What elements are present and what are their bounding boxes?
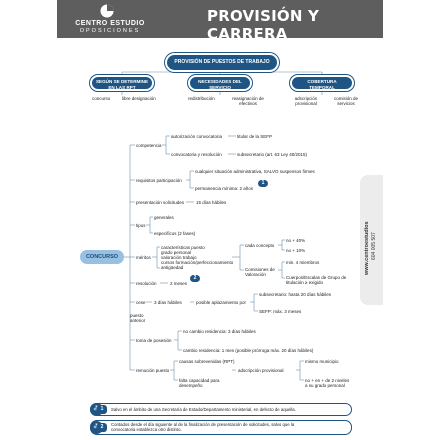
branch-rpt: SEGÚN SE DETERMINE EN LAS RPT: [90, 75, 154, 91]
branch-rpt-label-2: EN LAS RPT: [108, 85, 136, 90]
cada-concepto-item-1: no + 40%: [286, 238, 306, 243]
footnote-1: ⁂ Salvo en el ámbito de una Secretaría d…: [90, 403, 352, 416]
branch-necesidades-label-1: NECESIDADES DEL: [198, 79, 242, 84]
branch-necesidades: NECESIDADES DEL SERVICIO: [188, 75, 252, 91]
footnote-2-text-1: Contados desde el día siguiente al de la…: [111, 422, 295, 427]
resolucion-value: 2 meses: [170, 281, 188, 286]
leaf-redistribucion: redistribución: [188, 96, 215, 101]
remocion-label: remoción puesto: [136, 368, 170, 373]
concurso-node: CONCURSO: [80, 250, 124, 264]
leaf-libre-designacion: libre designación: [122, 96, 156, 101]
meritos-item-5: antigüedad: [161, 265, 184, 270]
toma-posesion-item-2: cambio residencia: 1 mes (posible prórro…: [183, 348, 314, 353]
sidebar-phone: 604 005 507: [371, 232, 377, 260]
requisitos-item-1: cualquier situación administrativa, SALV…: [195, 169, 315, 174]
tipos-especificos: específicos (2 fases): [154, 231, 196, 236]
leaf-adscripcion: adscripción provisional: [294, 96, 318, 106]
footnote-1-text: Salvo en el ámbito de una Secretaría de …: [111, 407, 296, 412]
footnote-2: ⁂ Contados desde el día siguiente al de …: [90, 420, 352, 435]
meritos-item-3: valoración trabajo: [161, 255, 197, 260]
footnote-1-badge: 1: [97, 405, 107, 414]
remocion-outcome-2: no + en + de 2 niveles: [305, 378, 350, 383]
cese-option-2: SEFP: máx. 3 meses: [259, 309, 302, 314]
branch-cobertura-label-1: COBERTURA: [307, 79, 337, 84]
remocion-item-2: falta capacidad para: [179, 378, 220, 383]
leaf-comision: comisión de servicios: [333, 96, 358, 106]
remocion-outcome-3: a su grado personal: [305, 383, 345, 388]
cada-concepto-label: cada concepto: [245, 243, 275, 248]
tipos-generales: generales: [154, 215, 174, 220]
presentacion-label: presentación solicitudes: [136, 200, 185, 205]
cese-value: 3 días hábiles: [154, 300, 182, 305]
meritos-item-2: grado personal: [161, 250, 192, 255]
leaf-concurso: concurso: [92, 96, 111, 101]
remocion-item-3: desempeño: [179, 383, 203, 388]
comisiones-item-1: min. 4 miembros: [286, 260, 320, 265]
footnote-2-badge: 2: [97, 423, 107, 432]
logo-mark-icon: [100, 4, 114, 18]
competencia-item-1: autorización convocatoria: [171, 134, 223, 139]
comisiones-label-1: Comisiones de: [245, 267, 275, 272]
contact-sidebar: [360, 175, 383, 305]
branch-necesidades-label-2: SERVICIO: [209, 85, 231, 90]
remocion-adscripcion: adscripción provisional: [238, 368, 284, 373]
tipos-label: tipos: [136, 223, 146, 228]
cese-option-1: subsecretario: hasta 20 días hábiles: [259, 292, 332, 297]
toma-posesion-label: toma de posesión: [136, 338, 172, 343]
header-bar: CENTRO ESTUDIO OPOSICIONES PROVISIÓN Y C…: [57, 0, 440, 43]
resolucion-label: resolución: [136, 281, 157, 286]
competencia-result-2: subsecretario (art. 63 Ley 40/2015): [237, 152, 308, 157]
cese-sublabel-1: puesto: [130, 313, 144, 318]
presentacion-value: 15 días hábiles: [196, 200, 227, 205]
cese-possible: posible aplazamiento por: [196, 300, 247, 305]
comisiones-item-3: titulación ≥ exigido: [286, 280, 323, 285]
logo: CENTRO ESTUDIO OPOSICIONES: [67, 3, 157, 35]
resolucion-note-badge: 2: [190, 275, 200, 282]
competencia-label: competencia: [136, 143, 162, 148]
branch-cobertura-label-2: TEMPORAL: [309, 85, 335, 90]
meritos-item-1: características puesto: [161, 245, 205, 250]
competencia-item-2: convocatoria y resolución: [171, 152, 222, 157]
page-title: PROVISIÓN Y CARRERA: [207, 7, 320, 43]
logo-line-2: OPOSICIONES: [79, 28, 141, 34]
branch-rpt-label-1: SEGÚN SE DETERMINE: [95, 79, 149, 84]
remocion-item-1: causas sobrevenidas (RPT): [179, 359, 235, 364]
competencia-result-1: titular de la SEFP: [237, 134, 273, 139]
cada-concepto-item-2: no + 10%: [286, 248, 306, 253]
remocion-outcome-1: mismo municipio: [305, 359, 339, 364]
requisitos-item-2: permanencia mínima: 2 años: [195, 186, 254, 191]
leaf-reasignacion: reasignación de efectivos: [232, 96, 264, 106]
section-number: 4.1: [412, 6, 440, 26]
requisitos-label: requisitos participación: [136, 178, 182, 183]
root-node: PROVISIÓN DE PUESTOS DE TRABAJO: [165, 53, 279, 72]
toma-posesion-item-1: no cambio residencia: 3 días hábiles: [183, 329, 256, 334]
logo-line-1: CENTRO ESTUDIO: [75, 20, 145, 27]
meritos-label: méritos: [136, 255, 151, 260]
meritos-item-4: cursos formación/perfeccionamiento: [161, 260, 234, 265]
branch-cobertura: COBERTURA TEMPORAL: [290, 75, 354, 91]
comisiones-label-2: Valoración: [245, 272, 266, 277]
cese-label: cese: [136, 300, 146, 305]
footnote-2-text-2: convocatoria establezca otro distinto.: [111, 427, 182, 432]
comisiones-item-2: Cuerpos/Escalas de Grupo de: [286, 275, 347, 280]
cese-sublabel-2: anterior: [130, 318, 146, 323]
requisitos-note-badge: 1: [258, 180, 268, 187]
